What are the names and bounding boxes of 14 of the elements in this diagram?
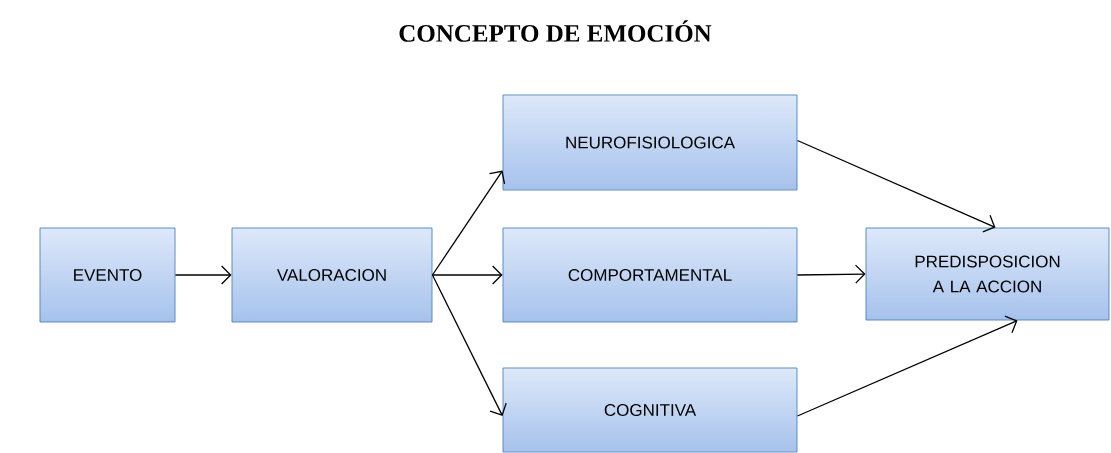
arrow (174, 265, 232, 285)
process-box: EVENTO (39, 227, 176, 323)
process-box: VALORACION (231, 227, 433, 323)
process-box: COMPORTAMENTAL (502, 227, 798, 323)
process-box: PREDISPOSICION A LA ACCION (865, 227, 1110, 321)
process-box: NEUROFISIOLOGICA (502, 94, 798, 191)
arrow (796, 139, 996, 233)
arrow (431, 170, 506, 276)
arrow (796, 264, 866, 284)
title: CONCEPTO DE EMOCIÓN (399, 20, 712, 42)
arrow (431, 265, 503, 285)
arrow (796, 315, 1018, 417)
process-box: COGNITIVA (502, 367, 798, 453)
arrow (431, 274, 507, 416)
